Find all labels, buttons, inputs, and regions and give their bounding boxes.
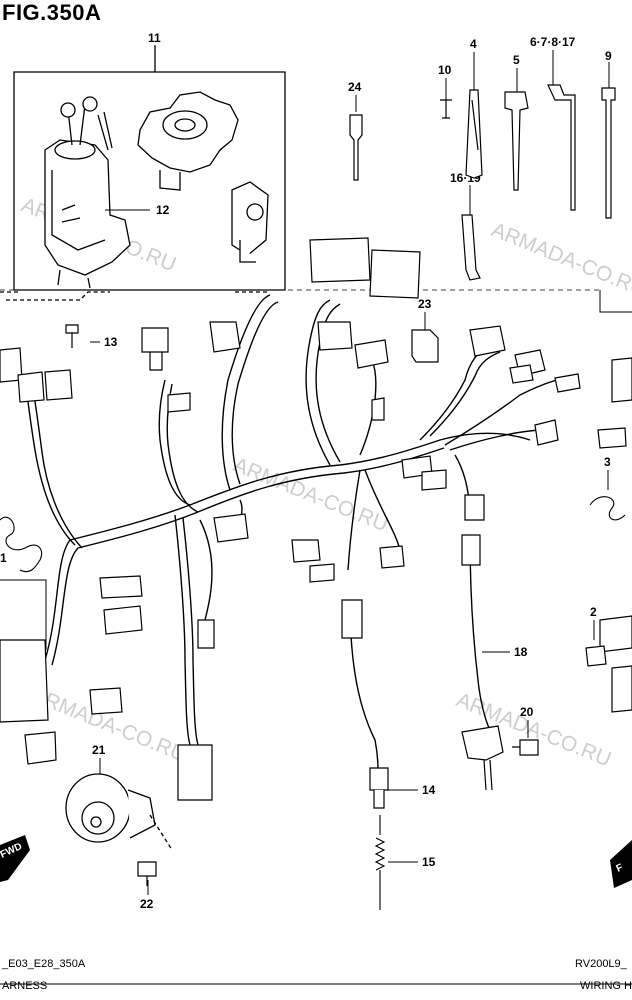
fwd-arrow-right: F	[610, 840, 632, 888]
fuel-cap	[137, 91, 239, 191]
fwd-label-right: F	[615, 862, 625, 875]
callout-15: 15	[422, 855, 436, 869]
callout-23: 23	[418, 297, 432, 311]
seat-lock	[231, 181, 269, 263]
watermark: ARMADA-CO.RU	[488, 218, 632, 301]
callout-10: 10	[438, 63, 452, 77]
callout-14: 14	[422, 783, 436, 797]
footer-left-caption: ARNESS	[2, 980, 48, 992]
fwd-arrow-left: FWD	[0, 835, 30, 882]
connectors	[0, 237, 632, 801]
callout-9: 9	[605, 49, 612, 63]
figure-title: FIG.350A	[2, 0, 102, 25]
callout-20: 20	[520, 705, 534, 719]
watermark: ARMADA-CO.RU	[230, 453, 391, 536]
callout-6-7-8-17: 6·7·8·17	[530, 35, 576, 49]
ignition-inset-box	[0, 45, 632, 313]
return-spring	[374, 815, 386, 910]
callout-5: 5	[513, 53, 520, 67]
callout-13: 13	[104, 335, 118, 349]
wiring-harness	[0, 294, 566, 771]
front-brake-switch	[369, 767, 389, 809]
callout-numbers: 11 12 13 4 5 6·7·8·17 9 10 24 16·19 23 1…	[0, 31, 612, 911]
callout-18: 18	[514, 645, 528, 659]
callout-12: 12	[156, 203, 170, 217]
callout-11: 11	[148, 31, 161, 45]
ignition-switch	[44, 96, 131, 289]
callout-2: 2	[590, 605, 597, 619]
footer-right-caption: WIRING H	[580, 980, 632, 992]
rear-brake-switch	[461, 725, 504, 791]
horn	[65, 773, 173, 851]
callout-22: 22	[140, 897, 154, 911]
callout-24: 24	[348, 80, 362, 94]
callout-21: 21	[92, 743, 106, 757]
callout-3: 3	[604, 455, 611, 469]
small-parts	[65, 84, 616, 886]
wire-coil	[0, 496, 626, 573]
callout-1: 1	[0, 551, 7, 565]
callouts	[0, 45, 610, 895]
callout-4: 4	[470, 37, 477, 51]
footer-right-code: RV200L9_	[575, 958, 627, 970]
footer-left-code: _E03_E28_350A	[2, 958, 86, 970]
